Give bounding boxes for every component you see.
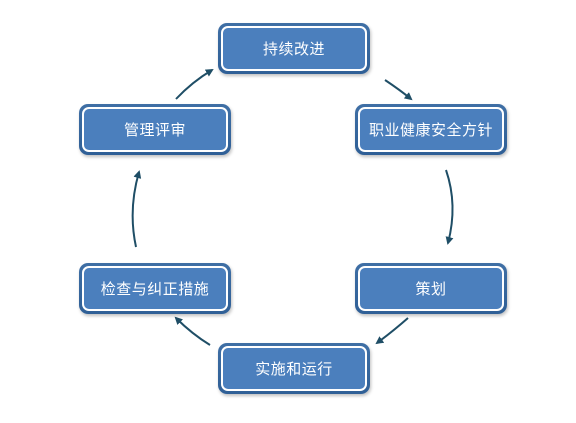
node-continuous-improvement: 持续改进 <box>218 23 370 74</box>
arrow-planning-to-implementation <box>375 317 409 345</box>
node-management-review-label: 管理评审 <box>82 107 228 152</box>
arrow-policy-to-planning <box>445 169 454 245</box>
arrow-review-to-continuous <box>175 68 214 100</box>
node-continuous-improvement-label: 持续改进 <box>221 26 367 71</box>
node-checking-label: 检查与纠正措施 <box>82 266 228 311</box>
arrow-continuous-to-policy <box>384 79 413 101</box>
node-planning-label: 策划 <box>358 266 504 311</box>
node-management-review: 管理评审 <box>79 104 231 155</box>
node-ohs-policy: 职业健康安全方针 <box>355 104 507 155</box>
node-checking: 检查与纠正措施 <box>79 263 231 314</box>
node-planning: 策划 <box>355 263 507 314</box>
node-ohs-policy-label: 职业健康安全方针 <box>358 107 504 152</box>
arrow-implementation-to-checking <box>174 316 211 346</box>
node-implementation: 实施和运行 <box>218 343 370 394</box>
node-implementation-label: 实施和运行 <box>221 346 367 391</box>
arrow-checking-to-review <box>131 170 142 248</box>
